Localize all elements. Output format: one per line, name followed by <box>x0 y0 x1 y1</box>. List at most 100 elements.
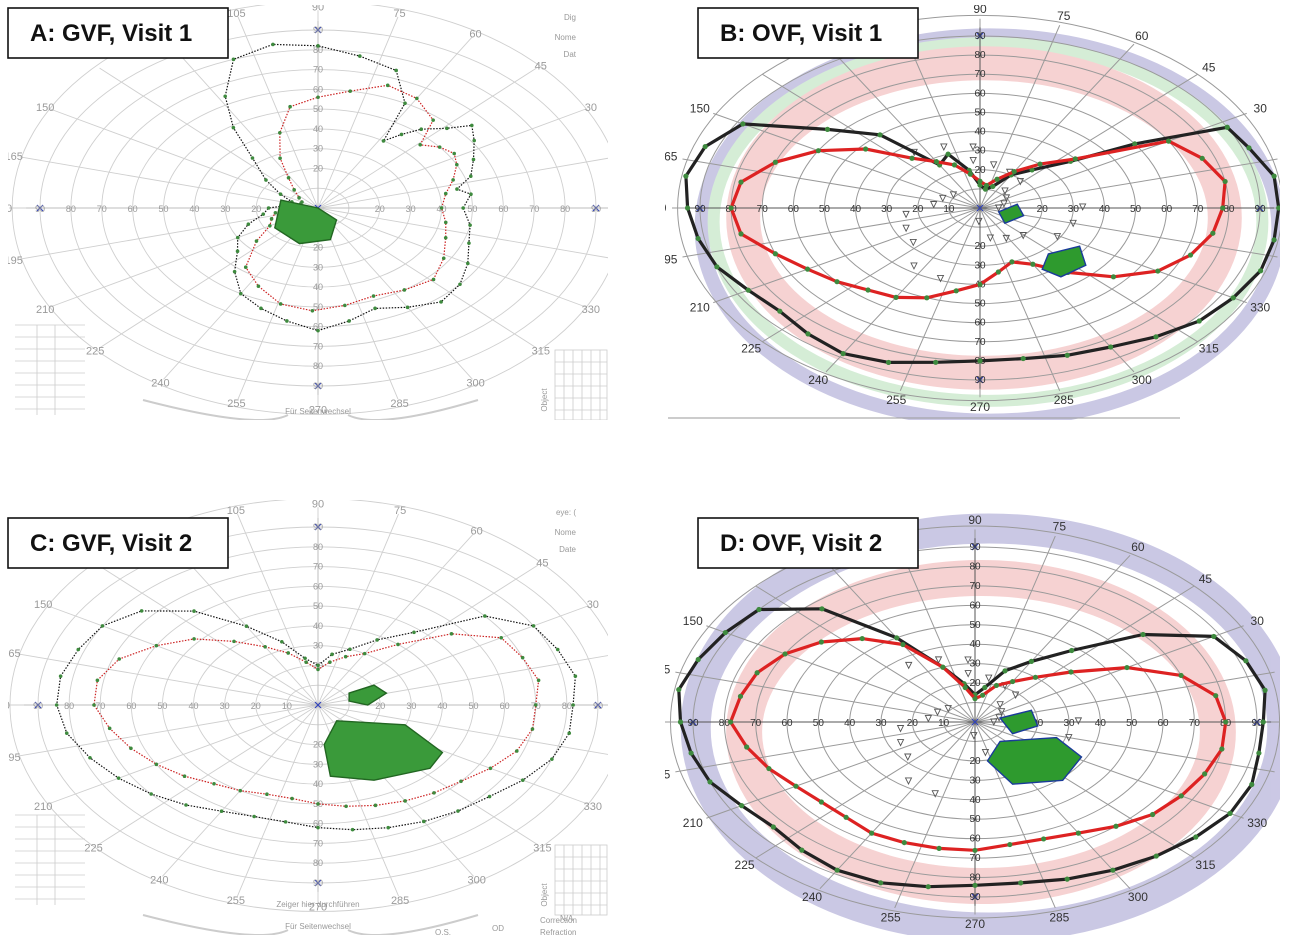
isopter-point <box>818 799 824 805</box>
isopter-point <box>1020 355 1026 362</box>
ring-label: 80 <box>313 45 323 55</box>
angle-label: 180 <box>0 203 12 215</box>
name-text: Nome <box>555 528 577 537</box>
isopter-point <box>1030 261 1036 267</box>
ring-label: 60 <box>313 84 323 94</box>
ring-label: 40 <box>313 621 323 631</box>
ring-label: 90 <box>1251 718 1263 729</box>
scotoma <box>998 709 1039 735</box>
isopter-point <box>283 820 288 824</box>
ring-label: 90 <box>313 381 323 391</box>
isopter-point <box>412 630 416 635</box>
isopter-point <box>684 205 691 211</box>
ring-label: 70 <box>974 337 986 348</box>
angle-label: 30 <box>1251 614 1265 628</box>
angle-label: 345 <box>1280 767 1291 781</box>
correction-text: Correction <box>540 916 577 925</box>
x-marker <box>971 893 979 901</box>
triangle-marker <box>981 748 990 757</box>
triangle-marker <box>936 275 945 283</box>
triangle-marker <box>975 217 983 226</box>
grid-spoke <box>706 721 976 819</box>
isopter-point <box>451 178 455 182</box>
pink-band <box>726 560 1236 904</box>
triangle-marker <box>1074 717 1083 725</box>
isopter-point <box>1230 295 1236 301</box>
green-band <box>707 37 1269 407</box>
angle-label: 255 <box>227 398 245 410</box>
isopter-point <box>737 693 744 699</box>
isopter-point <box>1196 318 1202 324</box>
angle-label: 45 <box>536 557 548 569</box>
ring-label: 30 <box>313 641 323 651</box>
pink-band <box>726 46 1242 390</box>
isopter-point <box>219 809 224 813</box>
ring-label: 50 <box>157 701 167 711</box>
angle-label: 330 <box>1250 300 1270 314</box>
grid-spoke <box>755 721 976 859</box>
angle-label: 0 <box>630 203 636 215</box>
axis-markers <box>696 32 1264 384</box>
scotoma <box>274 199 338 245</box>
triangle-marker <box>1016 177 1025 186</box>
isopter-point <box>695 656 701 663</box>
grid-spoke <box>48 704 319 805</box>
ring-label: 90 <box>974 31 986 42</box>
date-text: Date <box>559 545 576 554</box>
grid-spoke <box>979 207 1061 391</box>
grid-spoke <box>979 112 1247 209</box>
angle-label: 285 <box>1049 910 1069 924</box>
isopter-point <box>286 651 291 655</box>
isopter-point <box>983 182 990 189</box>
isopter-point <box>1219 746 1225 752</box>
isopter-point <box>1110 274 1117 280</box>
isopter-point <box>223 94 227 99</box>
angle-label: 225 <box>735 858 755 872</box>
ring-label: 80 <box>313 542 323 552</box>
grid-spoke <box>974 554 1131 723</box>
ring-label: 70 <box>969 581 981 592</box>
isopter-point <box>290 796 294 801</box>
panel-gvf-visit-1: 1059075604530150345330315300285270255240… <box>0 5 636 420</box>
isopter-point <box>232 639 236 644</box>
isopter-point <box>1187 252 1194 258</box>
grid-spoke <box>974 721 1056 909</box>
ring-label: 30 <box>406 701 416 711</box>
isopter-point <box>567 731 572 735</box>
isopter-point <box>804 266 811 272</box>
isopter-point <box>265 792 269 797</box>
isopter-point <box>933 159 940 165</box>
isopter-point <box>1108 344 1114 350</box>
ring-label: 90 <box>35 204 45 214</box>
ring-label: 50 <box>159 204 169 214</box>
grid-spoke <box>979 158 1278 209</box>
grid-spoke <box>979 207 1247 304</box>
isopter-point <box>909 155 915 161</box>
isopter-point <box>702 143 708 150</box>
ring-label: 60 <box>969 600 981 611</box>
isopter-point <box>316 802 320 806</box>
isopter-point <box>824 126 831 132</box>
corner-text: eye: ( <box>556 508 576 517</box>
isopter-point <box>738 179 744 185</box>
grid-spoke <box>17 704 319 757</box>
ring-label: 50 <box>1130 204 1142 215</box>
angle-label: 75 <box>1057 9 1071 23</box>
ring-label: 70 <box>974 69 986 80</box>
isopter-point <box>439 300 443 304</box>
x-marker <box>1253 718 1261 726</box>
isopter-point <box>316 663 320 668</box>
panel-clip-group: 1059075604530150345330315300285270255240… <box>0 5 636 420</box>
object-label: Object <box>540 388 549 412</box>
isopter-point <box>297 196 301 200</box>
isopter-point <box>139 609 144 613</box>
angle-label: 165 <box>4 151 22 163</box>
isopter-point <box>268 224 272 228</box>
triangle-marker <box>949 191 958 199</box>
angle-label: 270 <box>965 917 985 931</box>
isopter-point <box>990 183 996 190</box>
isopter-point <box>371 294 376 298</box>
ring-label: 90 <box>974 375 986 386</box>
ring-label: 60 <box>969 834 981 845</box>
isopter-point <box>76 647 81 652</box>
